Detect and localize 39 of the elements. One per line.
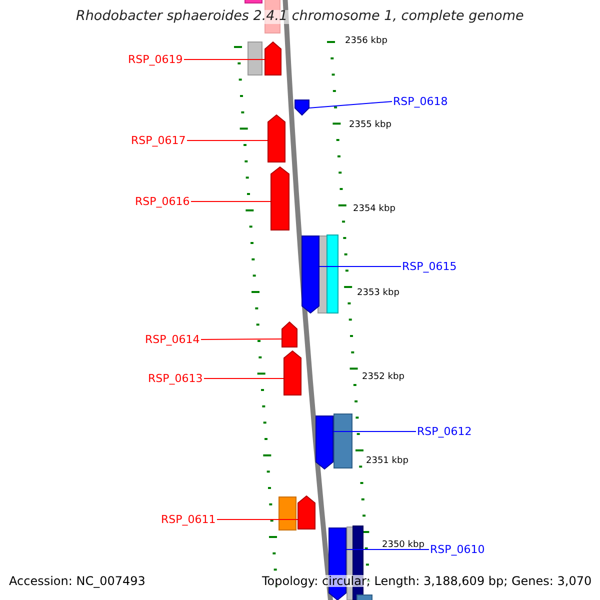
footer-text: Accession: NC_007493 <box>9 575 146 587</box>
scale-label: 2355 kbp <box>349 121 392 130</box>
scale-label: 2351 kbp <box>366 457 408 466</box>
gene-label: RSP_0618 <box>393 96 448 107</box>
leader-line <box>186 140 268 141</box>
title: Rhodobacter sphaeroides 2.4.1 chromosome 1, complete genome <box>76 10 524 24</box>
leader-line <box>318 266 402 267</box>
leader-line <box>190 201 272 202</box>
leader-line <box>332 431 416 432</box>
gene-block <box>298 495 316 530</box>
gene-block <box>316 416 334 470</box>
gene-label: RSP_0610 <box>430 544 485 555</box>
gene-block <box>294 100 310 116</box>
leader-line <box>184 59 266 60</box>
gene-block <box>302 236 320 314</box>
gene-label: RSP_0613 <box>148 373 203 384</box>
footer-text: Topology: circular; Length: 3,188,609 bp; Genes: 3,070 <box>262 575 592 587</box>
gene-label: RSP_0616 <box>135 196 190 207</box>
scale-label: 2356 kbp <box>345 37 388 46</box>
gene-label: RSP_0611 <box>161 514 216 525</box>
gene-block <box>282 321 298 348</box>
gene-block <box>264 41 282 76</box>
gene-block <box>268 114 286 162</box>
leader-line <box>346 549 430 550</box>
gene-block <box>270 166 290 230</box>
gene-label: RSP_0612 <box>417 426 472 437</box>
leader-line <box>308 101 392 108</box>
gene-block <box>284 350 302 396</box>
gene-label: RSP_0619 <box>128 54 183 65</box>
gene-label: RSP_0615 <box>402 261 457 272</box>
scale-label: 2353 kbp <box>357 289 400 298</box>
gene-label: RSP_0617 <box>131 135 186 146</box>
scale-label: 2354 kbp <box>353 205 396 214</box>
gene-label: RSP_0614 <box>145 334 200 345</box>
leader-line <box>204 378 284 379</box>
scale-label: 2350 kbp <box>382 541 424 550</box>
leader-line <box>200 338 282 340</box>
leader-line <box>216 519 298 520</box>
scale-label: 2352 kbp <box>362 373 404 382</box>
